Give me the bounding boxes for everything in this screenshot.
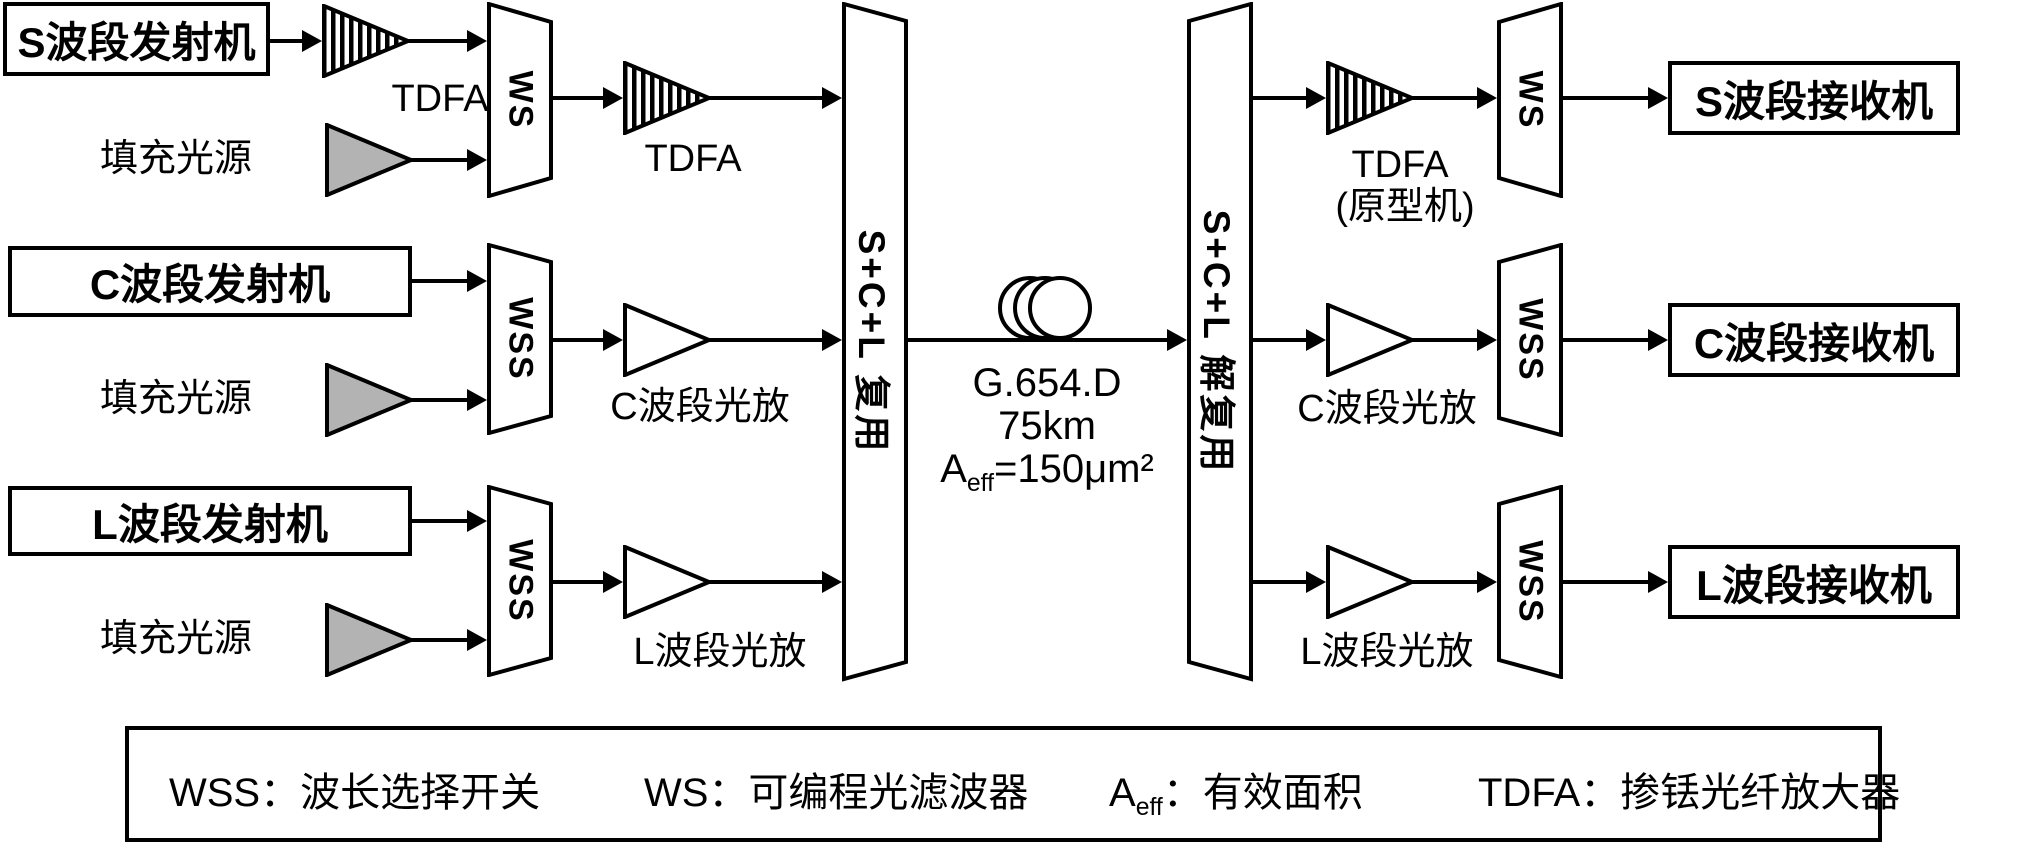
tdfa-amp-icon-2 <box>623 60 715 136</box>
c-band-amp-icon-rx <box>1326 302 1418 378</box>
fiber-length-label: 75km <box>998 404 1096 448</box>
arrow-demux-to-tdfa-rx <box>1253 87 1326 109</box>
tdfa-prototype-label: (原型机) <box>1335 186 1475 228</box>
fill-source-amp-icon-c <box>325 362 417 438</box>
wss-switch-rx-l-label: WSS <box>1511 540 1550 624</box>
tx-box-l-band: L波段发射机 <box>8 486 412 556</box>
fill-source-label-l: 填充光源 <box>99 618 252 660</box>
arrow-s-tx-to-tdfa <box>270 30 322 52</box>
arrow-l-amp-to-wss-rx <box>1412 571 1497 593</box>
tx-box-c-band: C波段发射机 <box>8 246 412 317</box>
wss-switch-tx-l-label: WSS <box>501 539 540 623</box>
legend-item-aeff: Aeff：有效面积 <box>1109 760 1363 822</box>
fiber-span-arrow <box>907 329 1187 351</box>
wss-switch-tx-c-label: WSS <box>501 297 540 381</box>
wss-switch-rx-l: WSS <box>1497 485 1563 679</box>
tdfa-label-1: TDFA <box>391 78 489 120</box>
wss-switch-rx-c-label: WSS <box>1511 298 1550 382</box>
l-band-amp-label-rx: L波段光放 <box>1300 631 1474 673</box>
l-band-amp-icon-rx <box>1326 544 1418 620</box>
rx-box-s-label: S波段接收机 <box>1694 77 1933 125</box>
arrow-ws-to-tdfa2 <box>553 87 623 109</box>
tdfa-amp-icon-rx <box>1326 60 1418 136</box>
rx-box-s-band: S波段接收机 <box>1668 61 1960 135</box>
wss-switch-rx-c: WSS <box>1497 243 1563 437</box>
arrow-wss-to-c-rx <box>1563 329 1668 351</box>
aeff-base: A <box>940 447 967 491</box>
tdfa-label-rx: TDFA <box>1351 144 1449 186</box>
arrow-wss-to-l-rx <box>1563 571 1668 593</box>
tx-box-s-label: S波段发射机 <box>17 18 256 66</box>
arrow-tdfa-rx-to-ws <box>1412 87 1497 109</box>
legend-box <box>125 726 1882 842</box>
ws-filter-rx-label: WS <box>1511 70 1550 130</box>
arrow-l-tx-to-wss <box>412 510 487 532</box>
rx-box-c-band: C波段接收机 <box>1668 303 1960 377</box>
arrow-wss-to-c-amp <box>552 329 623 351</box>
tx-box-c-label: C波段发射机 <box>89 261 331 308</box>
rx-box-l-band: L波段接收机 <box>1668 545 1960 619</box>
legend-aeff-sub: eff <box>1135 794 1163 821</box>
rx-box-l-label: L波段接收机 <box>1696 561 1932 609</box>
legend-aeff-base: A <box>1109 771 1136 815</box>
arrow-l-amp-to-mux <box>709 571 842 593</box>
ws-filter-tx: WS <box>487 2 553 198</box>
legend-item-wss: WSS：波长选择开关 <box>169 771 541 815</box>
ws-filter-rx: WS <box>1497 2 1563 198</box>
fiber-aeff-label: Aeff=150μm² <box>917 448 1177 497</box>
rx-box-c-label: C波段接收机 <box>1693 319 1935 367</box>
arrow-c-amp-to-wss-rx <box>1412 329 1497 351</box>
ws-filter-tx-label: WS <box>501 70 540 130</box>
legend-item-tdfa: TDFA：掺铥光纤放大器 <box>1478 771 1901 815</box>
c-band-amp-label-tx: C波段光放 <box>610 386 790 428</box>
wss-switch-tx-c: WSS <box>487 243 553 435</box>
scl-demux: S+C+L 解复用 <box>1187 2 1253 682</box>
scl-mux: S+C+L 复用 <box>842 2 908 682</box>
legend-item-ws: WS：可编程光滤波器 <box>644 771 1029 815</box>
fill-source-label-c: 填充光源 <box>99 378 252 420</box>
c-band-amp-label-rx: C波段光放 <box>1297 388 1477 430</box>
l-band-amp-label-tx: L波段光放 <box>633 631 807 673</box>
l-band-amp-icon-tx <box>623 544 715 620</box>
fill-source-amp-icon-s <box>325 122 417 198</box>
fiber-coil-icon <box>995 272 1105 344</box>
tdfa-label-2: TDFA <box>644 138 742 180</box>
fill-source-amp-icon-l <box>325 602 417 678</box>
scl-demux-label: S+C+L 解复用 <box>1196 209 1237 475</box>
tx-box-l-label: L波段发射机 <box>92 500 328 548</box>
legend-aeff-post: ：有效面积 <box>1162 771 1363 815</box>
arrow-tdfa2-to-mux <box>709 87 842 109</box>
fiber-type-label: G.654.D <box>972 361 1122 405</box>
scl-mux-label: S+C+L 复用 <box>851 229 892 455</box>
arrow-ws-to-s-rx <box>1563 87 1668 109</box>
aeff-value: =150μm² <box>994 447 1154 491</box>
arrow-fill-c-to-wss <box>411 389 487 411</box>
arrow-demux-to-l-amp <box>1253 571 1326 593</box>
fill-source-label-s: 填充光源 <box>99 138 252 180</box>
tdfa-amp-icon <box>322 3 414 79</box>
arrow-fill-l-to-wss <box>411 629 487 651</box>
c-band-amp-icon-tx <box>623 302 715 378</box>
arrow-tdfa-to-ws <box>408 30 487 52</box>
arrow-demux-to-c-amp <box>1253 329 1326 351</box>
arrow-c-amp-to-mux <box>709 329 842 351</box>
wss-switch-tx-l: WSS <box>487 485 553 677</box>
tx-box-s-band: S波段发射机 <box>3 2 270 76</box>
arrow-c-tx-to-wss <box>412 270 487 292</box>
arrow-wss-to-l-amp <box>552 571 623 593</box>
aeff-sub: eff <box>966 470 994 497</box>
arrow-fill-s-to-ws <box>411 149 487 171</box>
